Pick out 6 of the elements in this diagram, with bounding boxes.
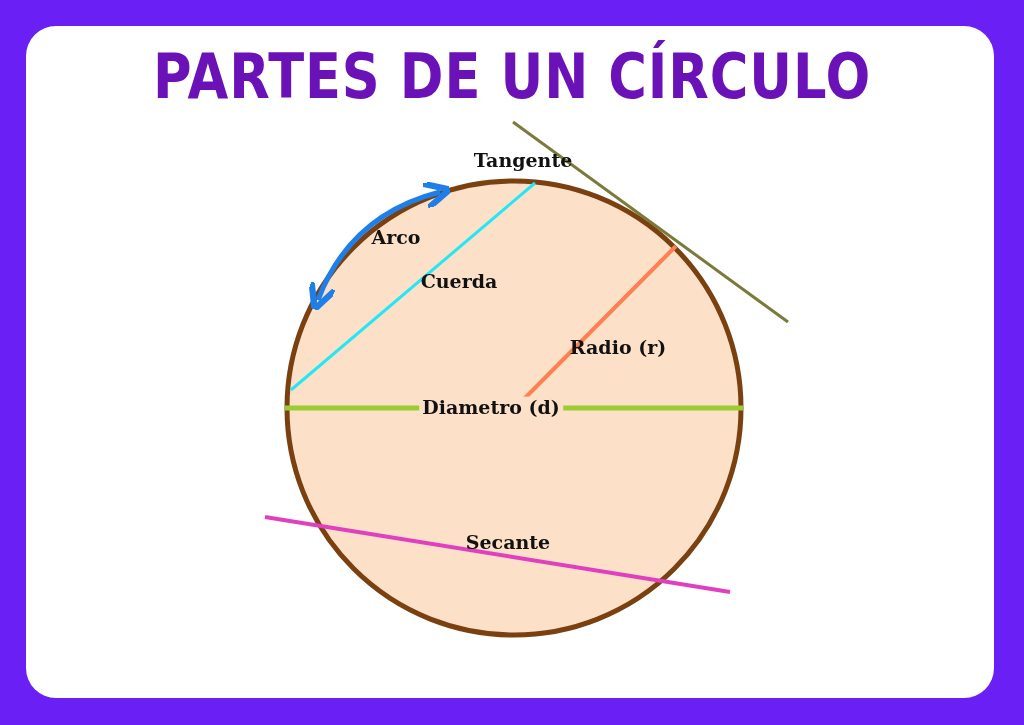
chord-label: Cuerda — [420, 270, 498, 292]
arc-label: Arco — [371, 226, 421, 248]
diameter-label: Diametro (d) — [419, 396, 563, 418]
secant-label: Secante — [465, 531, 551, 553]
radius-label: Radio (r) — [569, 336, 667, 358]
title: PARTES DE UN CÍRCULO — [151, 40, 873, 113]
